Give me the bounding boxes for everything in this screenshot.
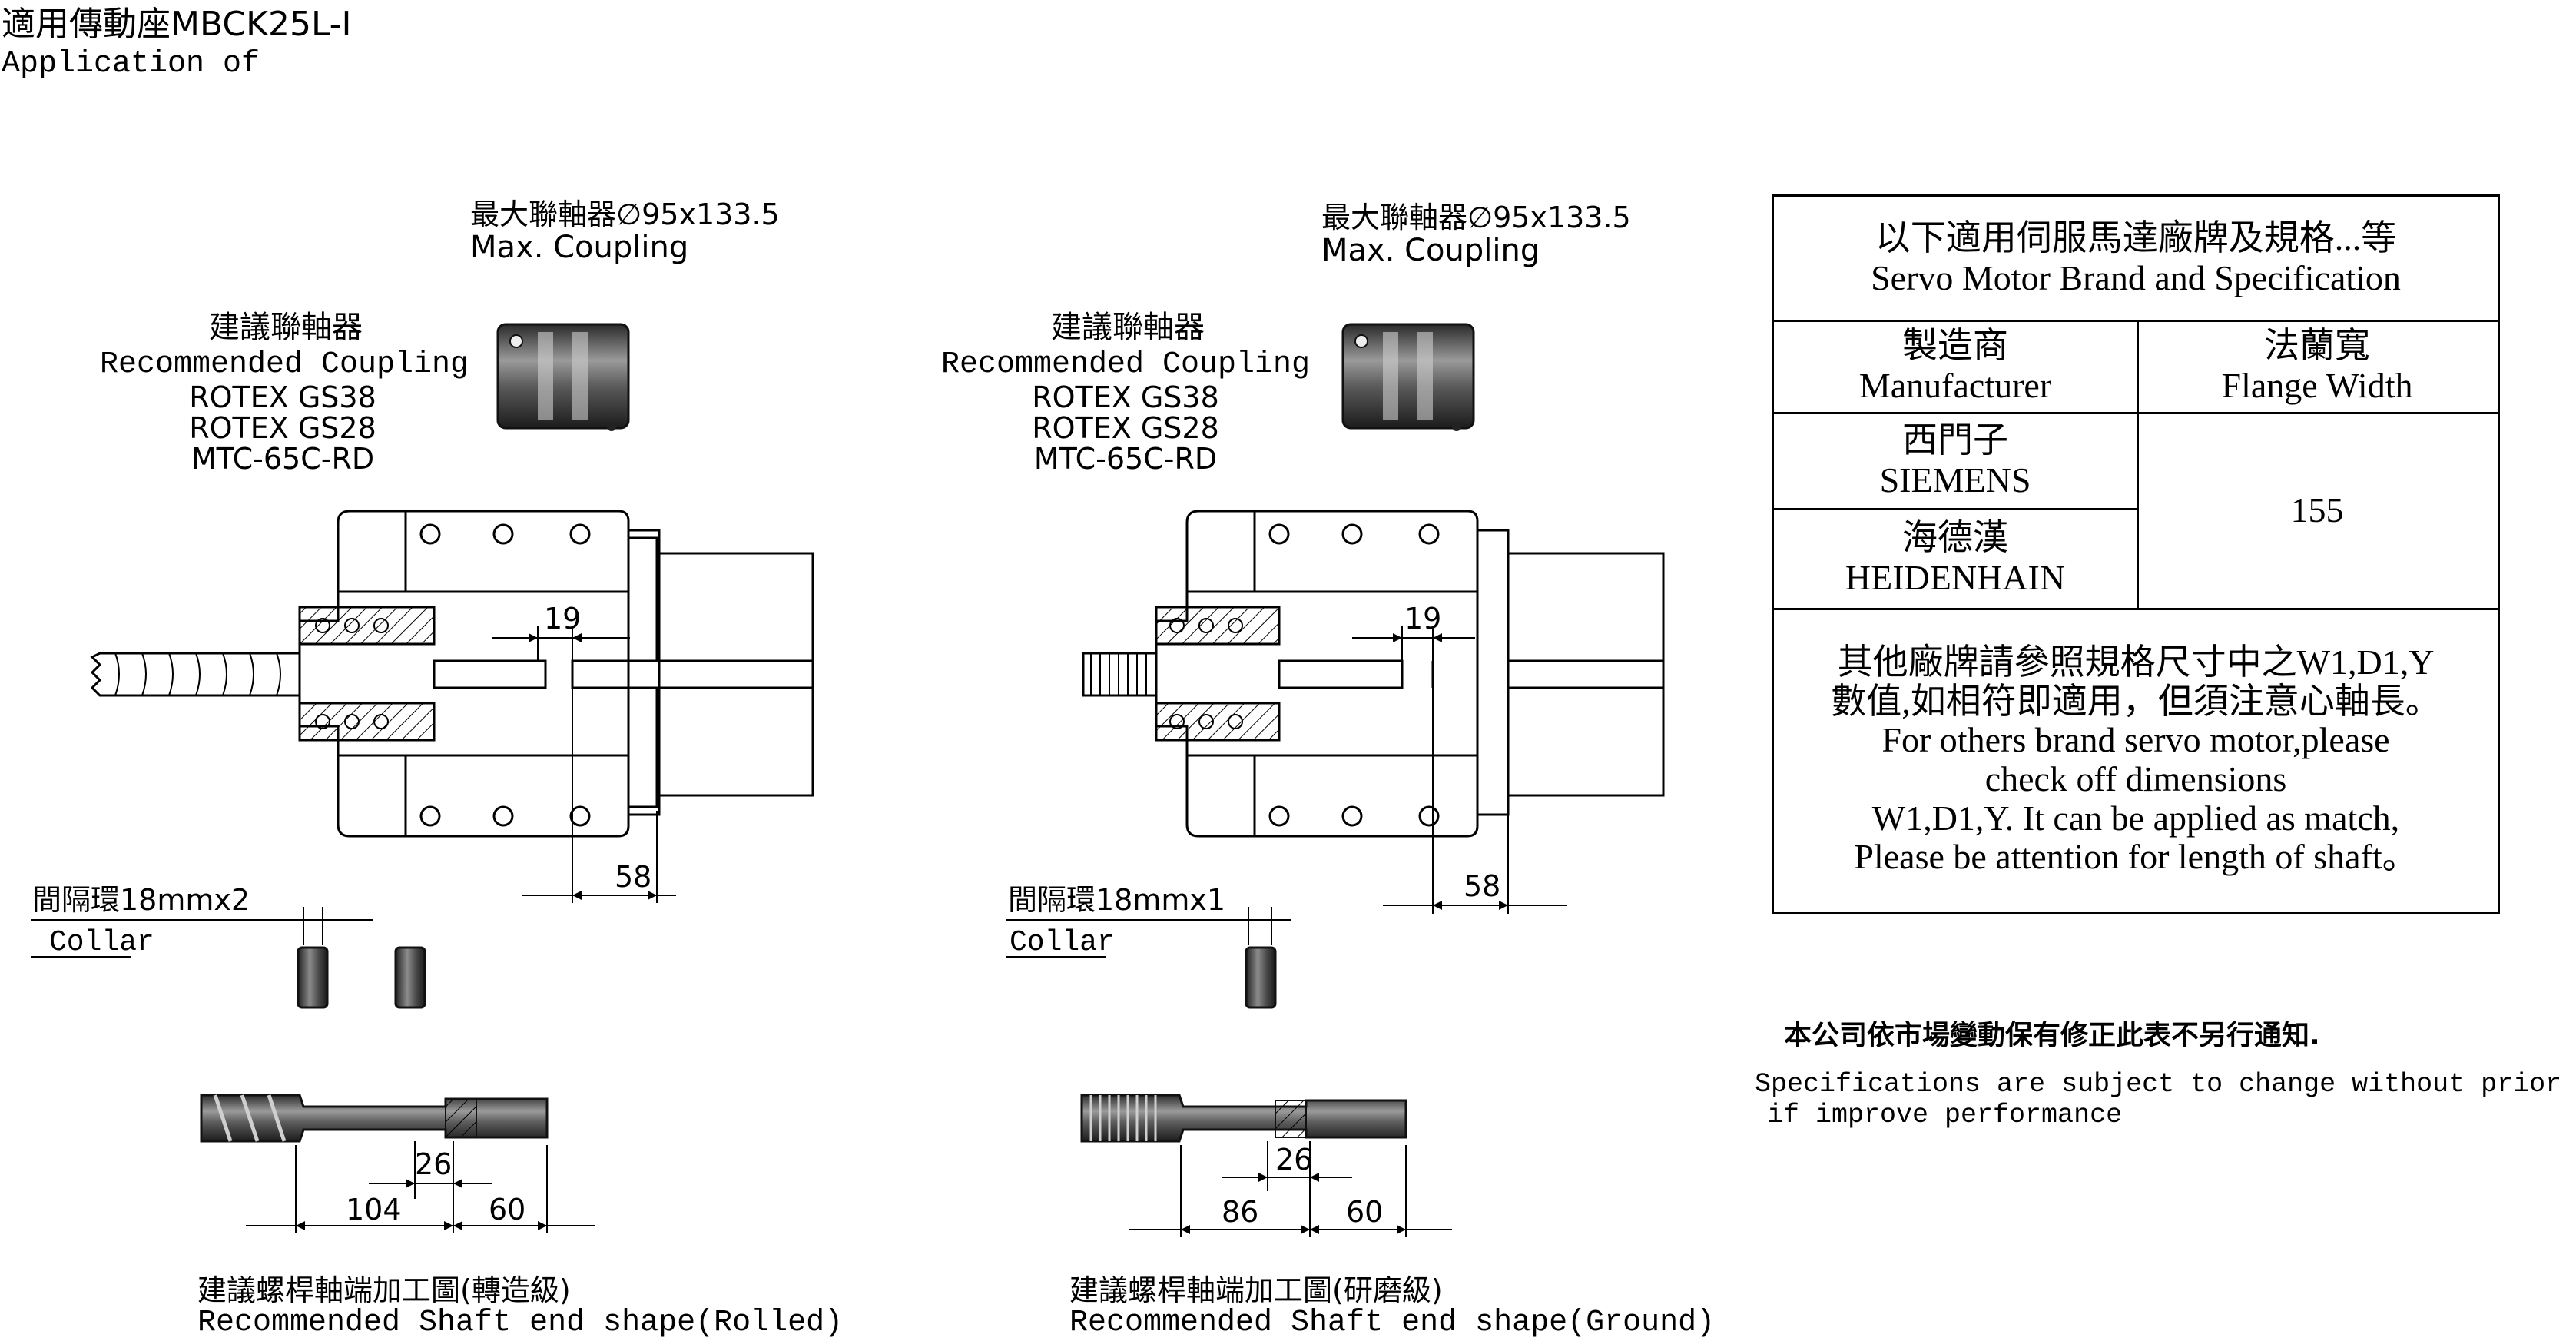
rec-coupling-en-left: Recommended Coupling	[99, 347, 469, 382]
dim-26-middle: 26	[1275, 1143, 1313, 1177]
dim-86-middle: 86	[1222, 1195, 1259, 1229]
shaft-en-middle: Recommended Shaft end shape(Ground)	[1069, 1306, 1716, 1340]
table-note-cell: 其他廠牌請參照規格尺寸中之W1,D1,Y 數值,如相符即適用，但須注意心軸長。 …	[1774, 608, 2498, 912]
header-manufacturer: 製造商 Manufacturer	[1774, 320, 2137, 412]
shaft-end-left	[200, 1094, 595, 1233]
collar-zh-middle: 間隔環18mmx1	[1008, 883, 1226, 917]
header-flange-width-zh: 法蘭寬	[2264, 326, 2370, 366]
rec-coupling-en-middle: Recommended Coupling	[940, 347, 1311, 382]
dim-60-middle: 60	[1346, 1195, 1384, 1229]
table-title-zh: 以下適用伺服馬達廠牌及規格...等	[1875, 218, 2397, 258]
table-title-cell: 以下適用伺服馬達廠牌及規格...等 Servo Motor Brand and …	[1774, 197, 2498, 320]
coupling-image-left	[496, 323, 630, 431]
dim-58-left: 58	[615, 860, 652, 894]
collar-image-middle	[1245, 946, 1277, 1009]
rec-coupling-zh-middle: 建議聯軸器	[1051, 310, 1205, 345]
row-heidenhain: 海德漢 HEIDENHAIN	[1774, 508, 2137, 608]
note-line-4: check off dimensions	[1984, 759, 2287, 798]
max-coupling-zh-middle: 最大聯軸器∅95x133.5	[1321, 201, 1631, 234]
note-line-5: W1,D1,Y. It can be applied as match,	[1871, 798, 2400, 838]
row-siemens: 西門子 SIEMENS	[1774, 412, 2137, 508]
notice-en-line-2: if improve performance	[1767, 1100, 2123, 1130]
coupling-1-left: ROTEX GS38	[189, 380, 376, 414]
collar-en-middle: Collar	[1010, 926, 1115, 959]
dim-19-middle: 19	[1404, 602, 1442, 636]
row-siemens-zh: 西門子	[1902, 420, 2008, 460]
header-manufacturer-en: Manufacturer	[1858, 366, 2052, 405]
header-flange-width-en: Flange Width	[2221, 366, 2413, 405]
flange-width-value: 155	[2137, 412, 2498, 608]
servo-spec-table: 以下適用伺服馬達廠牌及規格...等 Servo Motor Brand and …	[1772, 194, 2500, 914]
max-coupling-en-left: Max. Coupling	[470, 230, 689, 265]
coupling-2-middle: ROTEX GS28	[1032, 411, 1219, 445]
dim-19-left: 19	[544, 602, 582, 636]
row-heidenhain-en: HEIDENHAIN	[1845, 558, 2066, 597]
dim-60-left: 60	[489, 1193, 526, 1226]
flange-width-value-text: 155	[2290, 490, 2344, 529]
row-heidenhain-zh: 海德漢	[1902, 518, 2008, 558]
note-line-6: Please be attention for length of shaft。	[1854, 837, 2418, 877]
shaft-zh-left: 建議螺桿軸端加工圖(轉造級)	[197, 1273, 571, 1307]
collar-image-left-1	[297, 946, 329, 1009]
note-line-1: 其他廠牌請參照規格尺寸中之W1,D1,Y	[1837, 642, 2435, 682]
coupling-3-left: MTC-65C-RD	[191, 442, 375, 476]
coupling-2-left: ROTEX GS28	[189, 411, 376, 445]
shaft-en-left: Recommended Shaft end shape(Rolled)	[197, 1306, 844, 1340]
collar-image-left-2	[394, 946, 426, 1009]
dim-104-left: 104	[346, 1193, 402, 1226]
coupling-3-middle: MTC-65C-RD	[1033, 442, 1218, 476]
coupling-1-middle: ROTEX GS38	[1032, 380, 1219, 414]
assembly-drawing-left	[90, 510, 814, 903]
shaft-end-middle	[1080, 1094, 1452, 1237]
collar-dims-middle	[1006, 907, 1291, 958]
max-coupling-zh-left: 最大聯軸器∅95x133.5	[470, 197, 780, 231]
page-subtitle: Application of	[2, 47, 260, 81]
table-title-en: Servo Motor Brand and Specification	[1871, 258, 2401, 297]
page-title: 適用傳動座MBCK25L-I	[2, 5, 352, 44]
notice-zh: 本公司依市場變動保有修正此表不另行通知.	[1784, 1020, 2320, 1051]
notice-en-line-1: Specifications are subject to change wit…	[1755, 1069, 2576, 1100]
rec-coupling-zh-left: 建議聯軸器	[209, 310, 363, 345]
note-line-3: For others brand servo motor,please	[1881, 720, 2390, 760]
header-manufacturer-zh: 製造商	[1902, 326, 2008, 366]
header-flange-width: 法蘭寬 Flange Width	[2137, 320, 2498, 412]
collar-en-left: Collar	[49, 926, 154, 959]
shaft-zh-middle: 建議螺桿軸端加工圖(研磨級)	[1069, 1273, 1443, 1307]
row-siemens-en: SIEMENS	[1879, 460, 2031, 500]
dim-26-left: 26	[415, 1147, 453, 1181]
coupling-image-middle	[1341, 323, 1475, 431]
dim-58-middle: 58	[1464, 869, 1501, 903]
note-line-2: 數值,如相符即適用，但須注意心軸長。	[1831, 681, 2441, 721]
collar-dims-left	[31, 907, 373, 958]
assembly-drawing-middle	[1082, 510, 1665, 914]
max-coupling-en-middle: Max. Coupling	[1321, 233, 1540, 268]
collar-zh-left: 間隔環18mmx2	[32, 883, 250, 917]
